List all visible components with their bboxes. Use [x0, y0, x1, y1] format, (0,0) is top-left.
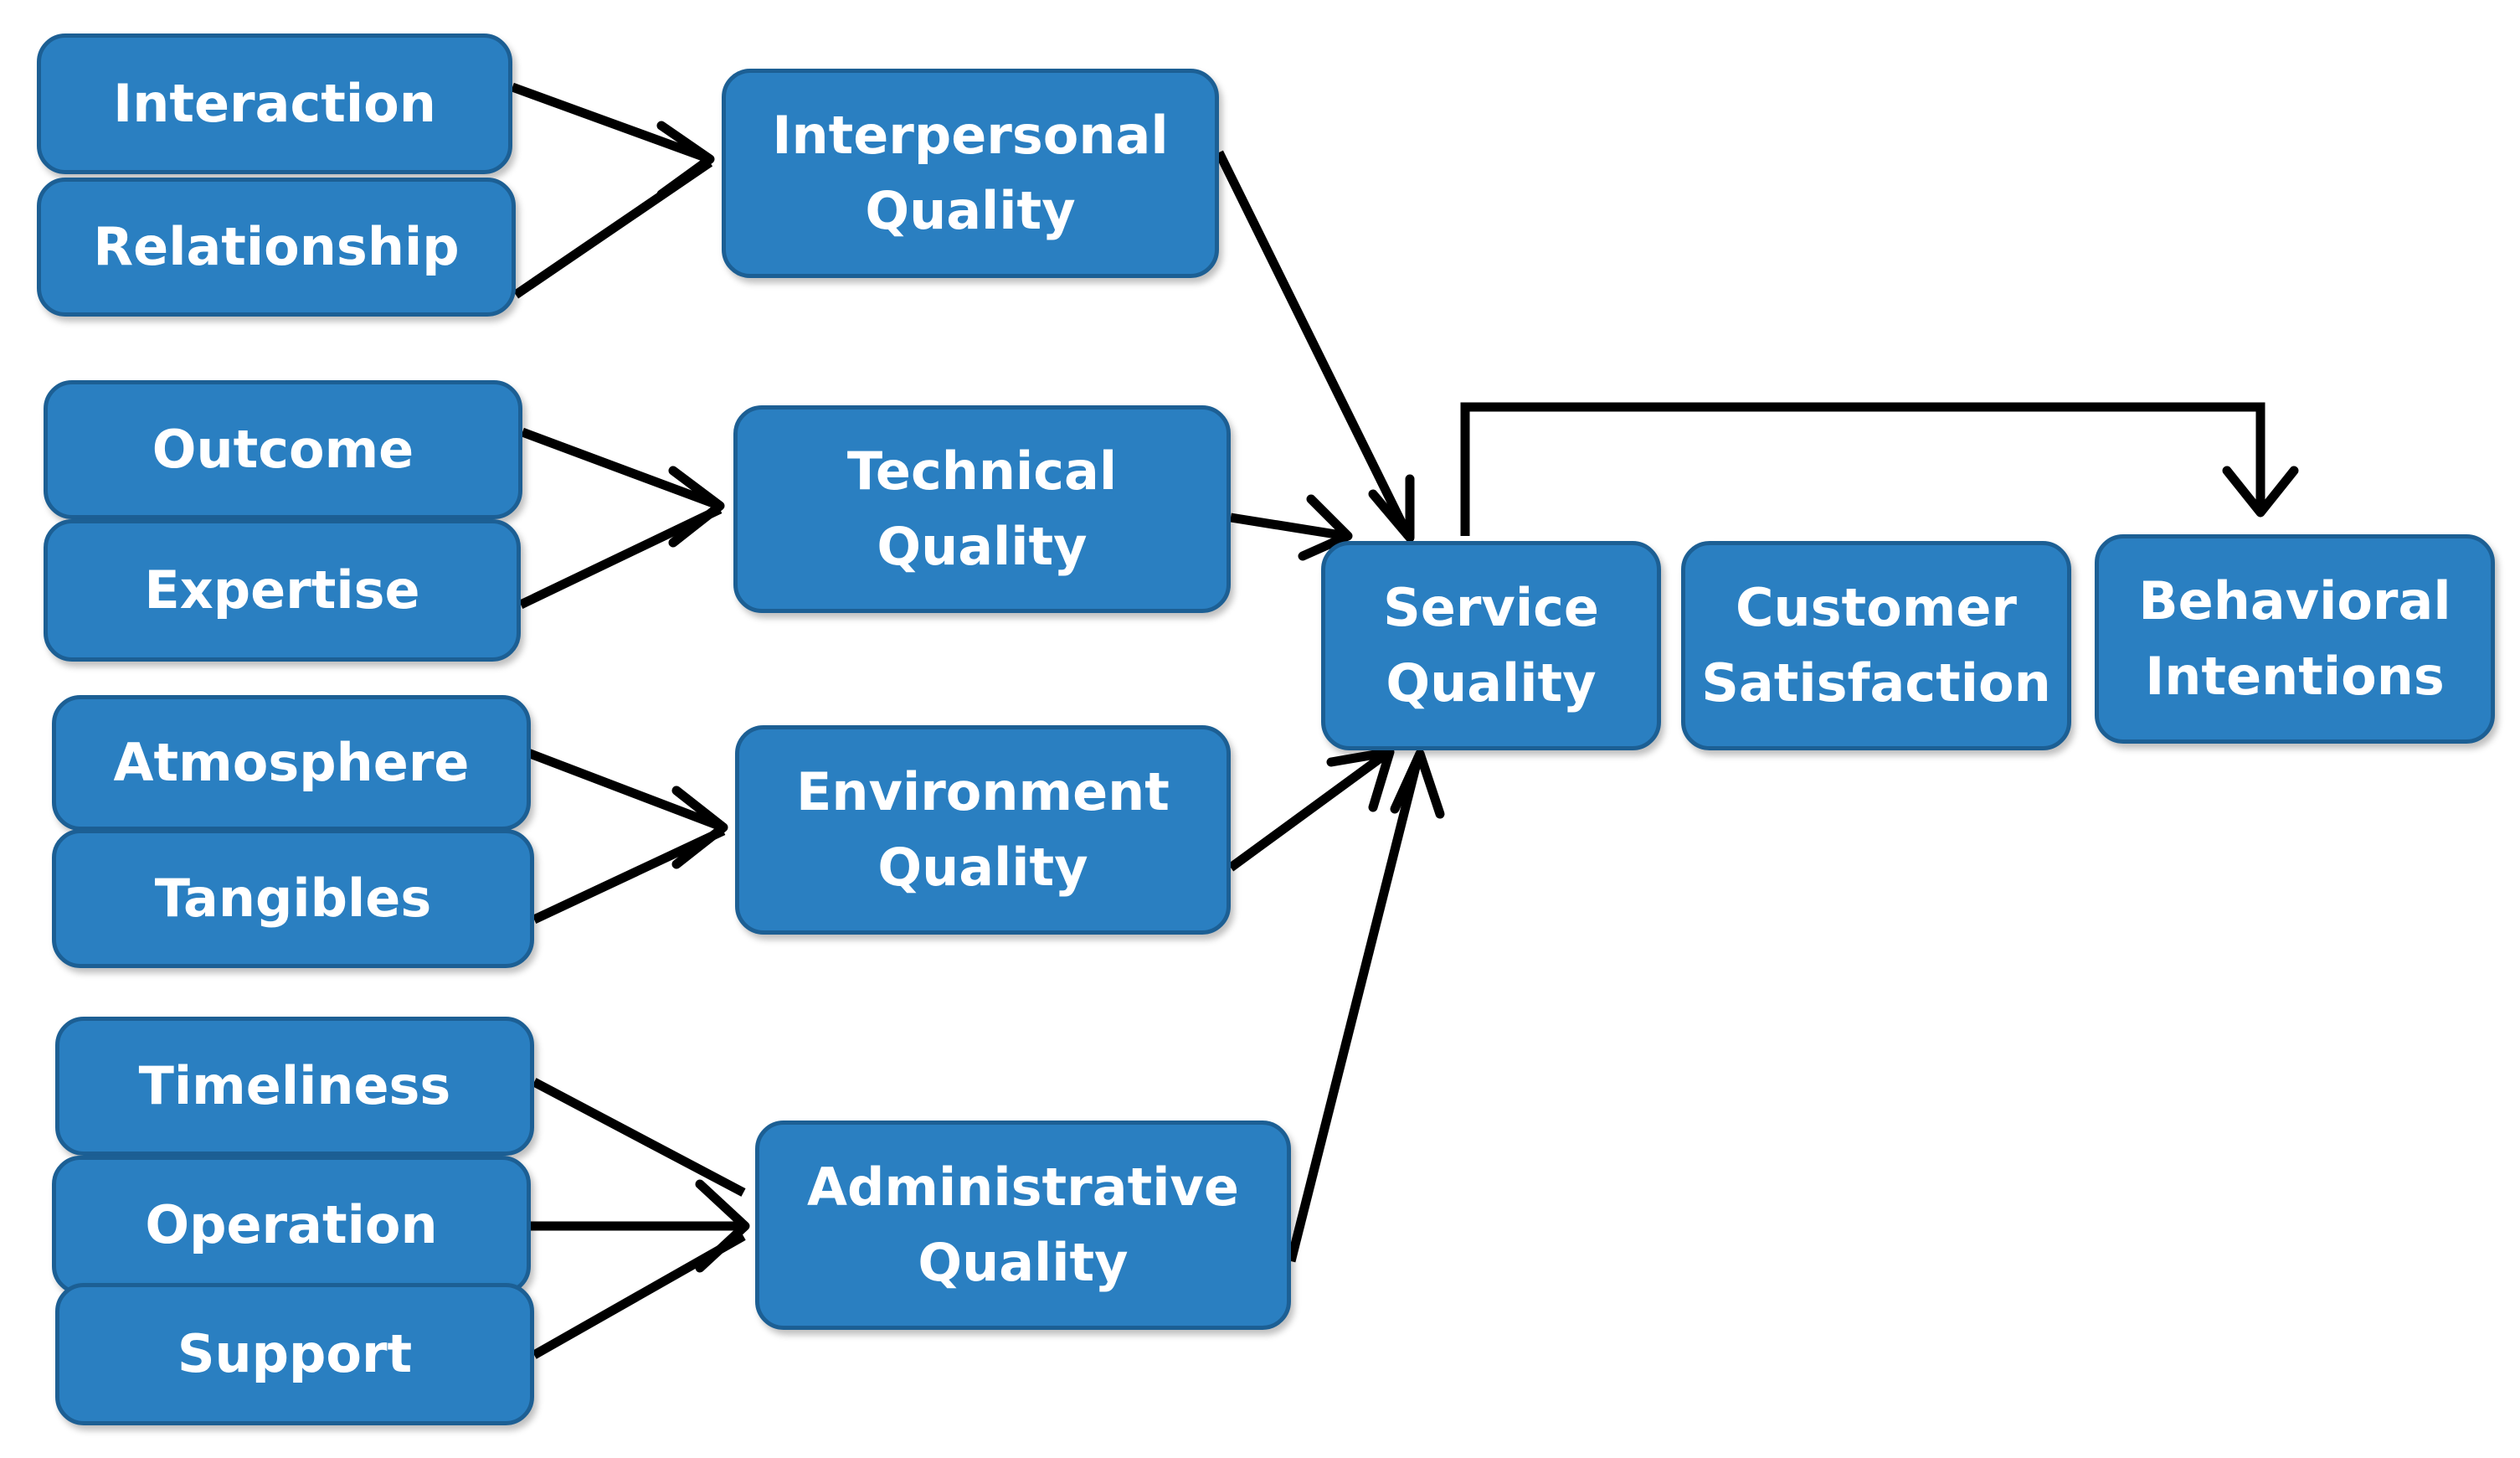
relationship-node: Relationship [37, 178, 516, 317]
atmosphere-label: Atmosphere [113, 732, 470, 794]
interaction-label: Interaction [113, 73, 436, 135]
customer-satisfaction-node: Customer Satisfaction [1681, 541, 2071, 750]
operation-label: Operation [145, 1194, 438, 1256]
environment-quality-label: Environment Quality [796, 761, 1170, 898]
administrative-quality-label: Administrative Quality [807, 1157, 1239, 1293]
atmosphere-node: Atmosphere [52, 695, 531, 831]
support-node: Support [55, 1283, 534, 1425]
interpersonal-quality-label: Interpersonal Quality [772, 105, 1169, 241]
administrative-quality-node: Administrative Quality [755, 1121, 1291, 1330]
expertise-label: Expertise [144, 559, 420, 621]
technical-quality-label: Technical Quality [846, 440, 1118, 577]
service-quality-node: Service Quality [1321, 541, 1661, 750]
customer-satisfaction-label: Customer Satisfaction [1701, 577, 2051, 714]
arrow-timeliness-to-administrative [532, 1078, 746, 1197]
behavioral-intentions-label: Behavioral Intentions [2138, 570, 2451, 707]
expertise-node: Expertise [44, 519, 521, 662]
arrow-tangibles-to-environment [532, 827, 726, 924]
arrow-technical-to-service [1230, 494, 1353, 561]
arrow-relationship-to-interpersonal [512, 158, 713, 299]
tangibles-node: Tangibles [52, 829, 534, 968]
outcome-label: Outcome [152, 419, 414, 481]
interpersonal-quality-node: Interpersonal Quality [722, 69, 1219, 278]
support-label: Support [177, 1323, 413, 1385]
arrow-administrative-to-service [1286, 749, 1445, 1263]
arrow-environment-to-service [1227, 747, 1395, 872]
arrow-service-to-behavioral [1460, 402, 2299, 536]
relationship-label: Relationship [93, 216, 460, 278]
arrow-interpersonal-to-service [1215, 150, 1415, 543]
service-quality-label: Service Quality [1383, 577, 1599, 714]
behavioral-intentions-node: Behavioral Intentions [2095, 534, 2495, 744]
outcome-node: Outcome [44, 380, 522, 519]
arrow-expertise-to-technical [518, 505, 723, 609]
timeliness-label: Timeliness [138, 1055, 451, 1117]
environment-quality-node: Environment Quality [735, 725, 1231, 935]
timeliness-node: Timeliness [55, 1017, 534, 1156]
tangibles-label: Tangibles [154, 868, 432, 930]
technical-quality-node: Technical Quality [733, 405, 1231, 613]
operation-node: Operation [52, 1156, 531, 1295]
arrow-atmosphere-to-environment [524, 747, 728, 869]
interaction-node: Interaction [37, 33, 512, 174]
arrow-outcome-to-technical [521, 427, 725, 548]
arrow-support-to-administrative [532, 1232, 746, 1359]
